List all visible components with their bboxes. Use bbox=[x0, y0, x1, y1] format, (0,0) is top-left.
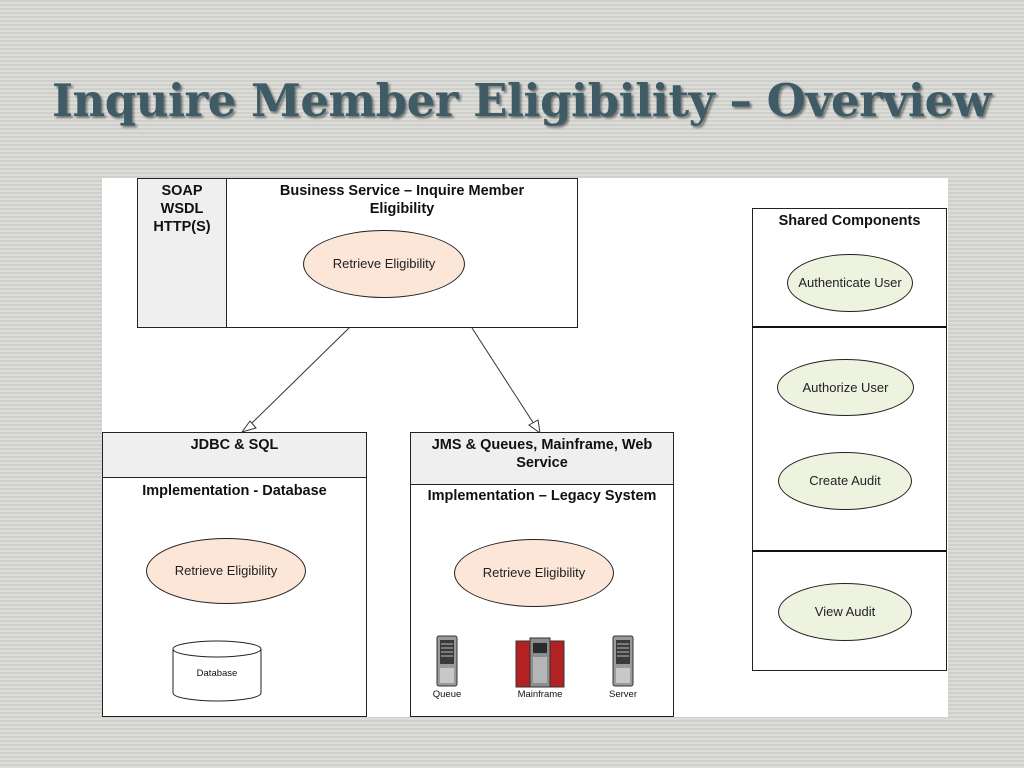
arrowhead-database bbox=[240, 420, 257, 433]
shared-divider-1 bbox=[752, 326, 947, 328]
legacy-tech-label: JMS & Queues, Mainframe, Web Service bbox=[431, 437, 653, 471]
view-audit: View Audit bbox=[778, 583, 912, 641]
queue-server-icon bbox=[436, 635, 458, 687]
diagram-canvas: SOAP WSDL HTTP(S) Business Service – Inq… bbox=[102, 178, 948, 717]
create-audit: Create Audit bbox=[778, 452, 912, 510]
mainframe-label: Mainframe bbox=[517, 689, 563, 700]
legacy-impl-title: Implementation – Legacy System bbox=[427, 488, 657, 504]
database-retrieve-eligibility: Retrieve Eligibility bbox=[146, 538, 306, 604]
legacy-retrieve-eligibility: Retrieve Eligibility bbox=[454, 539, 614, 607]
shared-divider-2 bbox=[752, 550, 947, 552]
protocol-https: HTTP(S) bbox=[153, 219, 211, 235]
arrowhead-legacy bbox=[528, 419, 541, 435]
business-retrieve-eligibility: Retrieve Eligibility bbox=[303, 230, 465, 298]
mainframe-icon bbox=[515, 637, 565, 688]
protocol-wsdl: WSDL bbox=[160, 201, 204, 217]
server-label: Server bbox=[609, 689, 637, 700]
shared-components-title: Shared Components bbox=[778, 213, 921, 229]
authorize-user: Authorize User bbox=[777, 359, 914, 416]
protocol-panel bbox=[137, 178, 227, 328]
arrow-to-legacy bbox=[471, 327, 535, 425]
queue-label: Queue bbox=[432, 689, 462, 700]
database-impl-title: Implementation - Database bbox=[142, 483, 327, 499]
authenticate-user: Authenticate User bbox=[787, 254, 913, 312]
slide-title: Inquire Member Eligibility – Overview bbox=[52, 74, 991, 127]
business-service-title: Business Service – Inquire Member Eligib… bbox=[279, 183, 525, 217]
server-icon bbox=[612, 635, 634, 687]
legacy-tech-header bbox=[410, 432, 674, 485]
database-icon bbox=[172, 640, 262, 702]
arrow-to-database bbox=[249, 327, 350, 426]
database-tech-label: JDBC & SQL bbox=[190, 437, 279, 453]
protocol-soap: SOAP bbox=[161, 183, 203, 199]
dependency-arrows bbox=[240, 327, 541, 435]
database-label: Database bbox=[196, 668, 238, 679]
